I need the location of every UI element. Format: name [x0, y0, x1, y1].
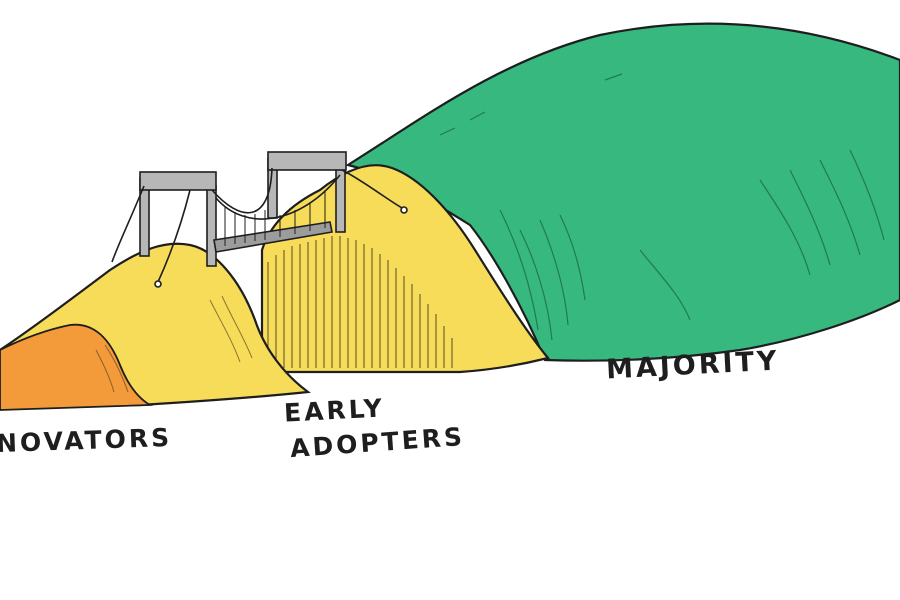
innovators-label: NOVATORS [0, 422, 173, 459]
bridge-deck [213, 221, 333, 253]
early-adopters-label-line1: EARLY [283, 393, 386, 428]
bridge-anchor-point-left [154, 280, 162, 288]
early-adopters-hill [260, 164, 550, 374]
bridge-hangers [224, 190, 326, 246]
majority-hill-shading [439, 73, 885, 341]
bridge-anchor-left [111, 185, 145, 263]
majority-hill [345, 22, 900, 362]
innovators-hill-shading [95, 295, 253, 393]
bridge-right-tower-post-2 [335, 165, 346, 233]
suspension-bridge [111, 151, 408, 288]
bridge-anchor-left-2 [157, 189, 191, 283]
bridge-cable-upper [211, 167, 273, 214]
bridge-anchor-right [341, 169, 403, 209]
bridge-right-tower-top [267, 151, 347, 171]
bridge-left-tower-post-2 [206, 185, 217, 267]
bridge-anchor-point-right [400, 206, 408, 214]
bridge-cable-lower [215, 174, 341, 220]
bridge-left-tower-top [139, 171, 217, 191]
